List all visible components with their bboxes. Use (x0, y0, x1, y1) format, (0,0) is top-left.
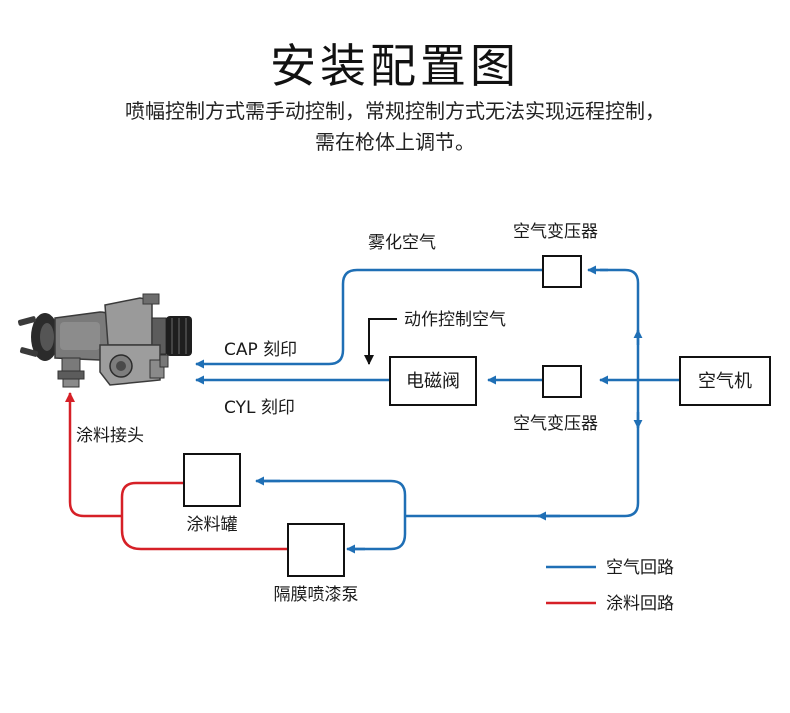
diaphragm-pump-box (287, 523, 345, 577)
legend-paint-label: 涂料回路 (606, 594, 674, 614)
paint-tank-label: 涂料罐 (187, 515, 238, 535)
cap-mark-label: CAP 刻印 (224, 340, 297, 360)
air-lines (195, 265, 680, 554)
page-title: 安装配置图 (270, 39, 520, 93)
solenoid-valve-label: 电磁阀 (406, 371, 460, 392)
paint-connector-label: 涂料接头 (76, 426, 144, 446)
paint-lines (65, 392, 288, 551)
cyl-mark-label: CYL 刻印 (224, 398, 295, 418)
regulator-top-label: 空气变压器 (513, 222, 598, 242)
motion-control-arrow (364, 318, 397, 365)
motion-control-air-label: 动作控制空气 (404, 310, 506, 330)
subtitle-line-2: 需在枪体上调节。 (315, 130, 475, 154)
subtitle-line-1: 喷幅控制方式需手动控制，常规控制方式无法实现远程控制， (125, 99, 665, 123)
spray-gun-icon (17, 293, 192, 388)
atomizing-air-label: 雾化空气 (368, 233, 436, 253)
page-subtitle: 喷幅控制方式需手动控制，常规控制方式无法实现远程控制， 需在枪体上调节。 (0, 96, 790, 158)
air-compressor-label: 空气机 (698, 371, 752, 392)
air-line-tank-pump (258, 479, 540, 551)
regulator-top-box (542, 255, 582, 288)
regulator-bottom-label: 空气变压器 (513, 414, 598, 434)
air-line-bus (540, 268, 640, 518)
solenoid-valve-box (389, 356, 477, 406)
regulator-bottom-box (542, 365, 582, 398)
diaphragm-pump-label: 隔膜喷漆泵 (274, 585, 359, 605)
air-compressor-box (679, 356, 771, 406)
paint-tank-box (183, 453, 241, 507)
air-line-cap (195, 268, 543, 369)
legend-air-label: 空气回路 (606, 558, 674, 578)
legend: 空气回路 涂料回路 (546, 558, 674, 614)
